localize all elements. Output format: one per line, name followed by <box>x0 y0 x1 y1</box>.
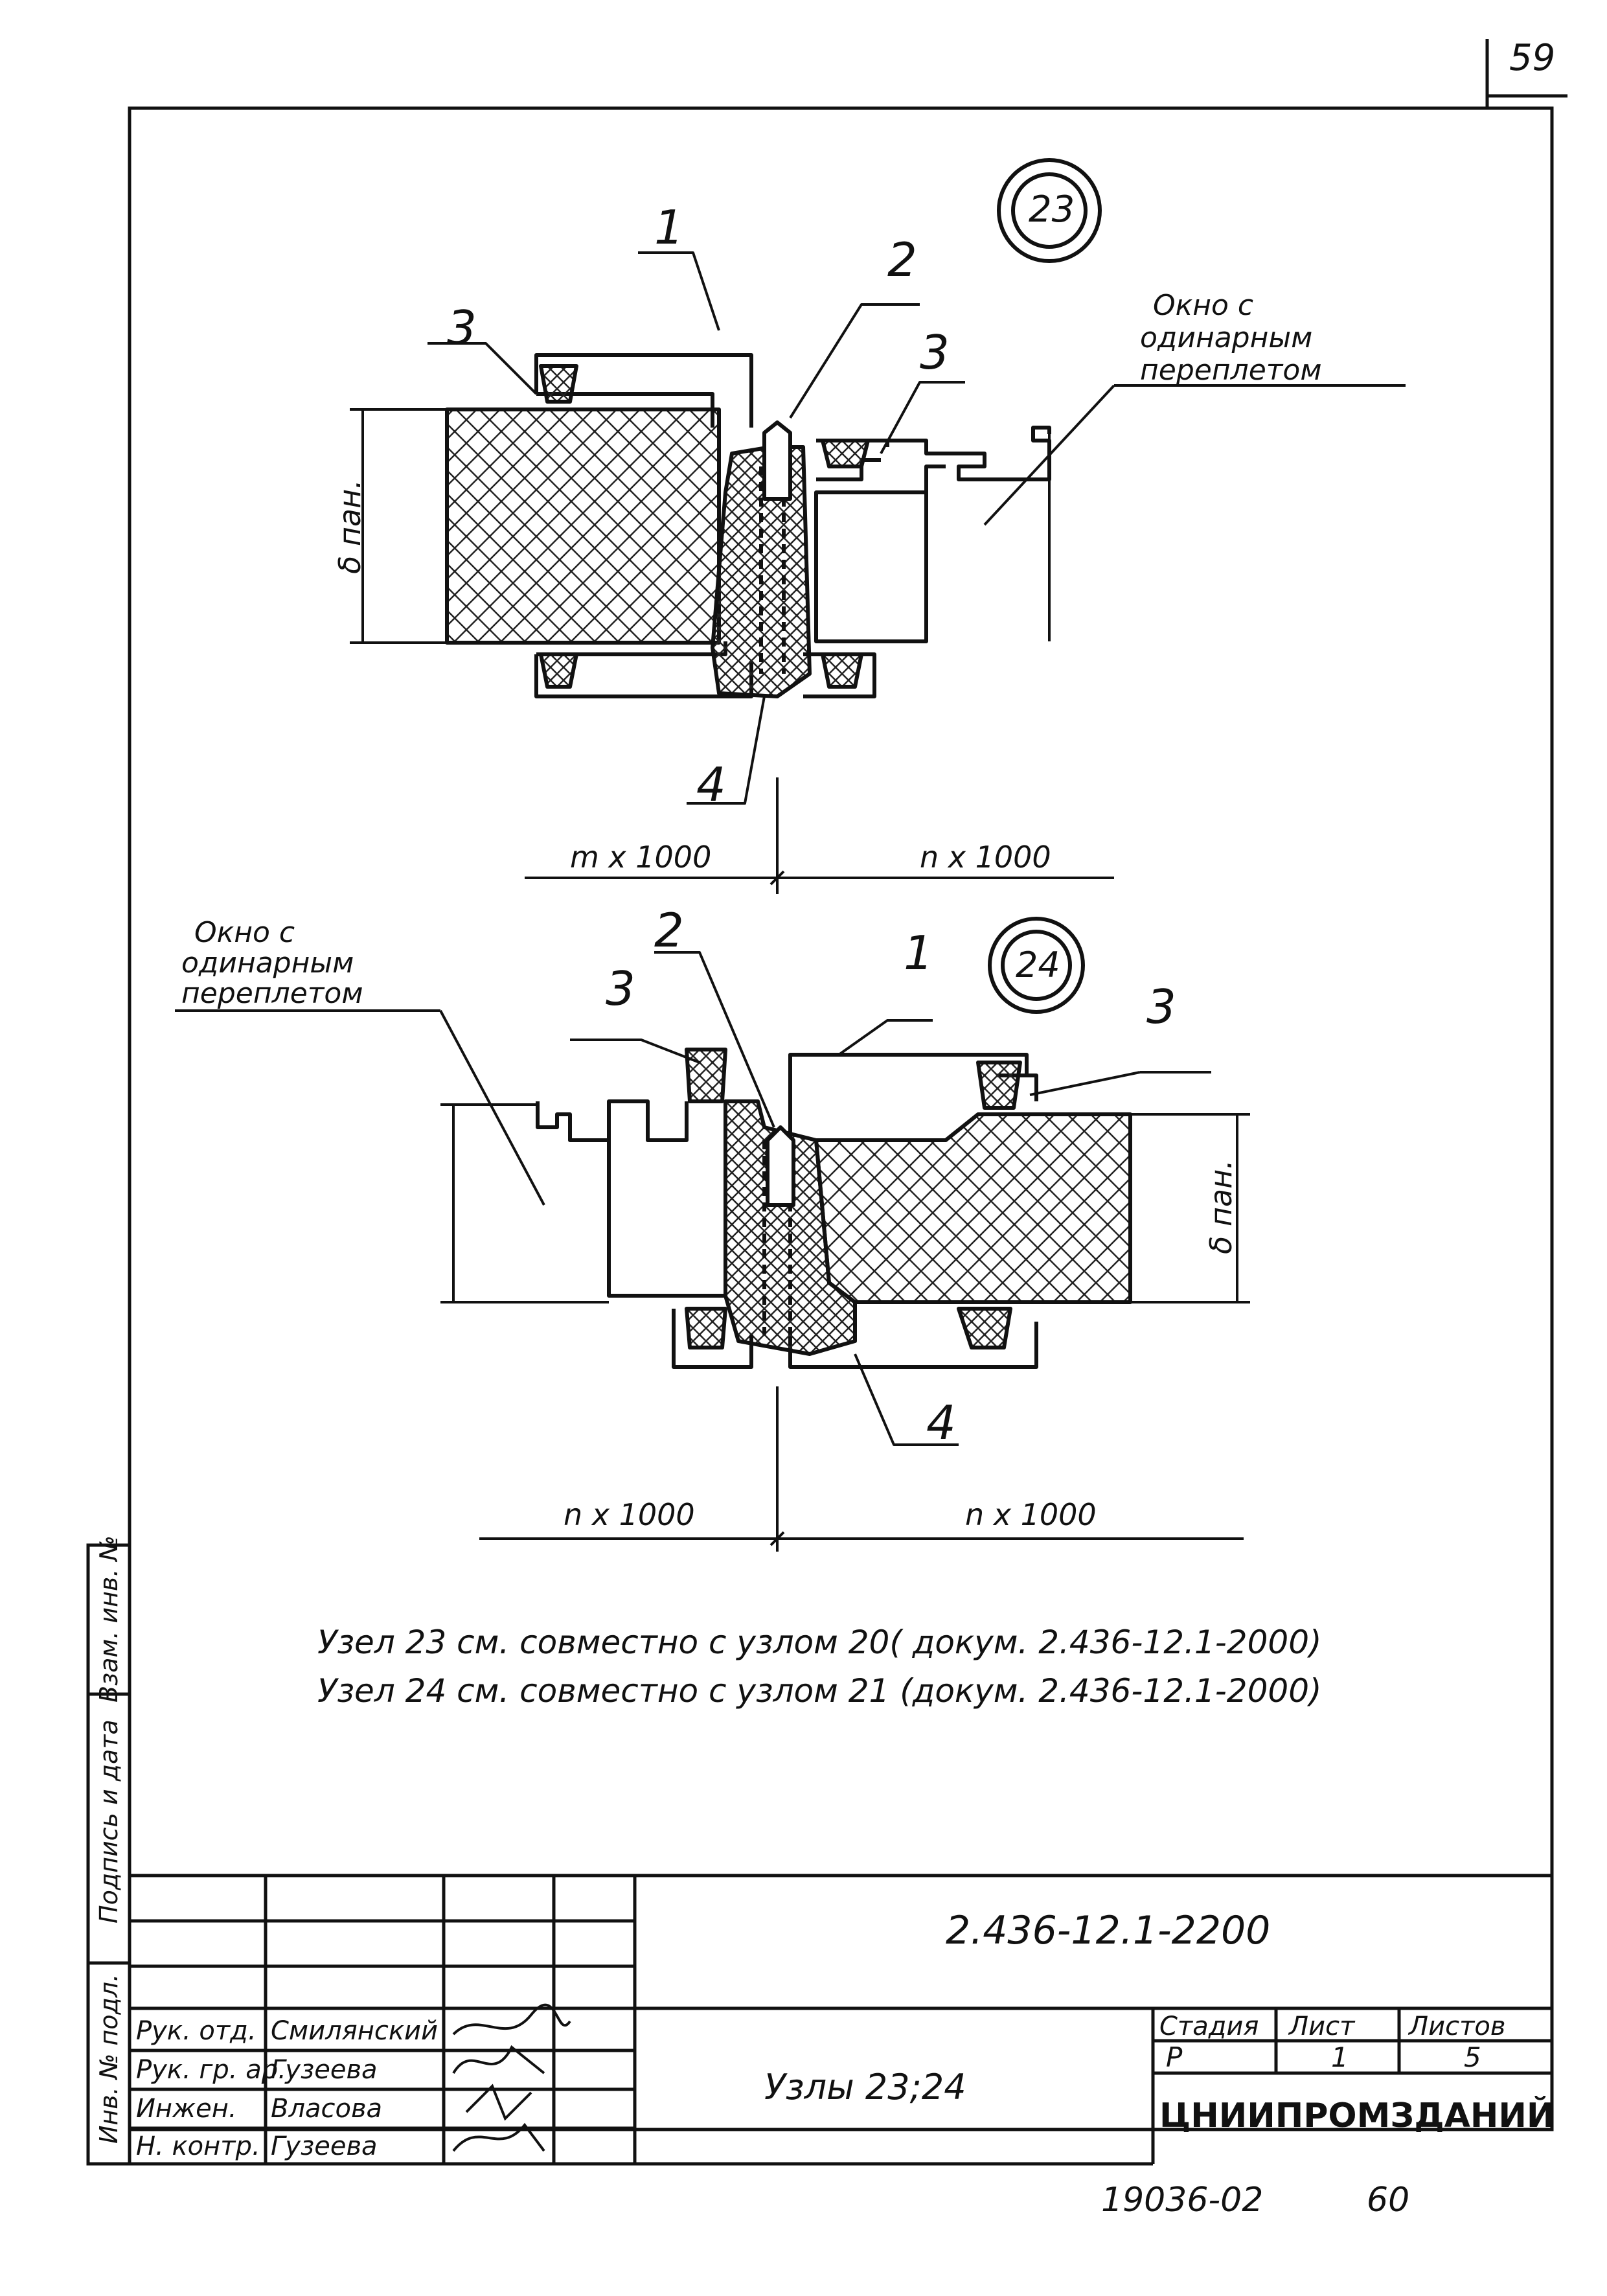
node-23-window-label-1: Окно с <box>1153 289 1254 322</box>
header-sheet: Лист <box>1289 2012 1355 2041</box>
node-24-top-profile <box>788 1053 1029 1140</box>
node-23-leaders <box>427 251 1406 805</box>
doc-code: 2.436-12.1-2200 <box>946 1908 1271 1953</box>
node-23-dim-left: m x 1000 <box>570 840 712 875</box>
header-sheets: Листов <box>1409 2012 1506 2041</box>
person-role-3: Инжен. <box>136 2094 237 2124</box>
node-23-seal-top-left <box>539 364 578 404</box>
node-24-right-panel-insulation <box>814 1112 1132 1304</box>
person-name-2: Гузеева <box>271 2055 378 2085</box>
node-23-thickness-dimension <box>350 408 1051 644</box>
node-23-callout-4: 4 <box>696 757 726 812</box>
sheet-frame <box>128 39 1567 2164</box>
node-24-marker-label: 24 <box>1016 945 1060 985</box>
node-23-fastener <box>762 420 792 501</box>
node-24-seal-bottom-left <box>685 1307 727 1349</box>
title-block-frame <box>130 1874 1552 2166</box>
node-24-window-frame <box>536 1099 727 1298</box>
node-23-callout-2: 2 <box>887 233 917 287</box>
person-role-1: Рук. отд. <box>136 2016 256 2046</box>
node-24-window-label-1: Окно с <box>194 916 295 949</box>
signatures <box>452 2003 571 2152</box>
node-23-thickness-label: δ пан. <box>332 479 367 574</box>
node-23-callout-3-right: 3 <box>920 325 950 380</box>
side-stamp-frame <box>86 1543 131 2166</box>
node-23-left-panel-insulation <box>445 408 721 645</box>
person-role-2: Рук. гр. ар. <box>136 2055 286 2085</box>
node-23-seal-top-right <box>821 439 870 468</box>
note-line-1: Узел 23 см. совместно с узлом 20( докум.… <box>317 1624 1322 1661</box>
value-sheets: 5 <box>1464 2041 1481 2073</box>
node-23-detail <box>350 158 1406 894</box>
value-stage: Р <box>1166 2041 1183 2073</box>
node-24-thickness-dimension <box>440 1103 1250 1303</box>
value-sheet: 1 <box>1331 2041 1349 2073</box>
node-23-window-label-2: одинарным <box>1140 321 1313 354</box>
node-24-dim-right: n x 1000 <box>965 1497 1097 1532</box>
node-24-seal-bottom-right <box>957 1307 1012 1349</box>
node-24-seal-top-left <box>685 1048 727 1103</box>
node-24-callout-4: 4 <box>926 1395 956 1450</box>
header-stage: Стадия <box>1159 2012 1259 2041</box>
node-23-dim-right: n x 1000 <box>920 840 1051 875</box>
node-24-thickness-label: δ пан. <box>1203 1160 1238 1254</box>
node-23-callout-3-left: 3 <box>447 301 477 355</box>
corner-sheet-number: 59 <box>1509 37 1556 79</box>
node-24-window-label-2: одинарным <box>181 947 354 980</box>
archive-page: 60 <box>1367 2181 1410 2220</box>
node-23-marker-label: 23 <box>1029 189 1075 231</box>
note-line-2: Узел 24 см. совместно с узлом 21 (докум.… <box>317 1672 1322 1710</box>
node-24-width-dimension <box>479 1386 1244 1552</box>
side-stamp-inv-orig: Инв. № подл. <box>95 1973 123 2144</box>
archive-number: 19036-02 <box>1101 2181 1264 2220</box>
node-23-seal-bottom-right <box>821 652 863 689</box>
node-23-marker-inner <box>1011 172 1088 249</box>
node-24-window-label-3: переплетом <box>181 977 363 1010</box>
node-23-top-profile <box>534 353 753 428</box>
person-name-1: Смилянский <box>271 2016 439 2046</box>
person-name-3: Власова <box>271 2094 383 2124</box>
node-24-callout-3-left: 3 <box>606 961 635 1016</box>
person-role-4: Н. контр. <box>136 2131 260 2161</box>
node-24-callout-3-right: 3 <box>1146 980 1176 1034</box>
node-23-seal-bottom-left <box>539 652 578 689</box>
person-name-4: Гузеева <box>271 2131 378 2161</box>
node-24-seal-top-right <box>976 1061 1022 1110</box>
node-23-marker-outer <box>997 158 1102 263</box>
node-24-callout-2: 2 <box>654 903 684 958</box>
side-stamp-sign-date: Подпись и дата <box>95 1719 123 1923</box>
node-23-width-dimension <box>525 777 1114 894</box>
organization-name: ЦНИИПРОМЗДАНИЙ <box>1159 2096 1555 2135</box>
node-24-marker-outer <box>988 917 1085 1014</box>
node-24-leaders <box>175 951 1211 1446</box>
node-24-fastener <box>766 1125 795 1207</box>
side-stamp-vzam-inv: Взам. инв. № <box>95 1535 123 1703</box>
node-23-callout-1: 1 <box>654 200 684 255</box>
node-24-dim-left: n x 1000 <box>564 1497 695 1532</box>
node-24-joint-filler <box>724 1099 857 1356</box>
node-24-detail <box>175 917 1250 1552</box>
drawing-title: Узлы 23;24 <box>764 2067 966 2107</box>
node-24-marker-inner <box>1001 930 1072 1001</box>
node-23-window-label-3: переплетом <box>1140 354 1322 387</box>
node-24-callout-1: 1 <box>904 926 933 980</box>
